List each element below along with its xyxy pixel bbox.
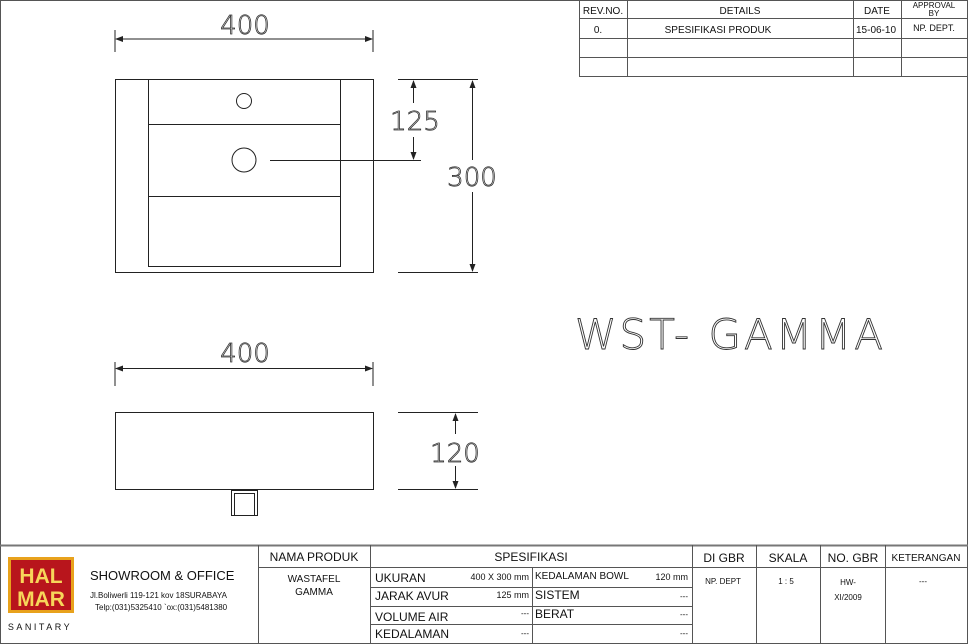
nama-produk-label: NAMA PRODUK — [270, 550, 359, 564]
spec-berat-label: BERAT — [535, 607, 575, 621]
spec-sistem-label: SISTEM — [535, 588, 580, 602]
details-cell: SPESIFIKASI PRODUK — [665, 25, 772, 36]
basin-front-outline — [115, 412, 374, 490]
date-cell: 15-06-10 — [856, 25, 896, 36]
spec-volume-air-label: VOLUME AIR — [375, 610, 449, 624]
spec-berat-value: --- — [680, 610, 688, 619]
approval-header: APPROVAL — [913, 1, 956, 10]
top-view: 400 125 300 — [114, 11, 497, 273]
depth-dimension: 300 — [447, 163, 497, 193]
company-address: Jl.Boliwerli 119-121 kov 18SURABAYA — [90, 591, 228, 600]
drain-outlet — [231, 490, 258, 516]
approval-cell: NP. DEPT. — [913, 23, 955, 33]
revision-table: REV.NO. DETAILS DATE APPROVAL BY 0. SPES… — [579, 0, 968, 77]
spec-ukuran-label: UKURAN — [375, 571, 426, 585]
height-dimension: 120 — [430, 439, 480, 469]
model-title: WST- GAMMA — [575, 310, 886, 359]
spec-empty-value: --- — [680, 629, 688, 638]
spec-kedalaman-bowl-value: 120 mm — [655, 572, 688, 582]
approval-by-header: BY — [929, 9, 940, 18]
keterangan-label: KETERANGAN — [892, 553, 961, 564]
di-gbr-label: DI GBR — [703, 551, 745, 565]
no-gbr-line1: HW- — [840, 578, 856, 587]
spec-jarak-avur-label: JARAK AVUR — [375, 589, 449, 603]
front-width-dimension: 400 — [220, 339, 270, 369]
spec-kedalaman-label: KEDALAMAN — [375, 627, 449, 641]
spesifikasi-label: SPESIFIKASI — [494, 550, 567, 564]
nama-produk-line2: GAMMA — [295, 587, 333, 598]
no-gbr-line2: XI/2009 — [834, 593, 862, 602]
logo-tagline: SANITARY — [8, 622, 72, 632]
svg-text:HAL: HAL — [19, 565, 62, 588]
spec-ukuran-value: 400 X 300 mm — [470, 572, 529, 582]
spec-sistem-value: --- — [680, 592, 688, 601]
company-phone: Telp:(031)5325410 `ox:(031)5481380 — [95, 603, 228, 612]
skala-label: SKALA — [769, 551, 808, 565]
spec-jarak-avur-value: 125 mm — [496, 590, 529, 600]
skala-value: 1 : 5 — [778, 577, 794, 586]
drain-hole — [231, 147, 257, 173]
halmar-logo: HAL MAR — [8, 557, 74, 613]
tap-distance-dimension: 125 — [390, 107, 440, 137]
nama-produk-line1: WASTAFEL — [288, 574, 341, 585]
di-gbr-value: NP. DEPT — [705, 577, 741, 586]
rev-no-header: REV.NO. — [583, 6, 623, 17]
front-view: 400 120 — [114, 339, 480, 516]
company-heading: SHOWROOM & OFFICE — [90, 568, 235, 583]
date-header: DATE — [864, 6, 890, 17]
details-header: DETAILS — [720, 6, 761, 17]
no-gbr-label: NO. GBR — [828, 551, 879, 565]
spec-volume-air-value: --- — [521, 609, 529, 618]
rev-no-cell: 0. — [594, 25, 602, 36]
top-width-dimension: 400 — [220, 11, 270, 41]
keterangan-value: --- — [919, 577, 927, 586]
svg-text:MAR: MAR — [17, 588, 65, 611]
spec-kedalaman-bowl-label: KEDALAMAN BOWL — [535, 571, 629, 582]
tap-hole — [236, 93, 252, 109]
spec-kedalaman-value: --- — [521, 629, 529, 638]
title-block: HAL MAR SANITARY SHOWROOM & OFFICE Jl.Bo… — [0, 544, 968, 644]
